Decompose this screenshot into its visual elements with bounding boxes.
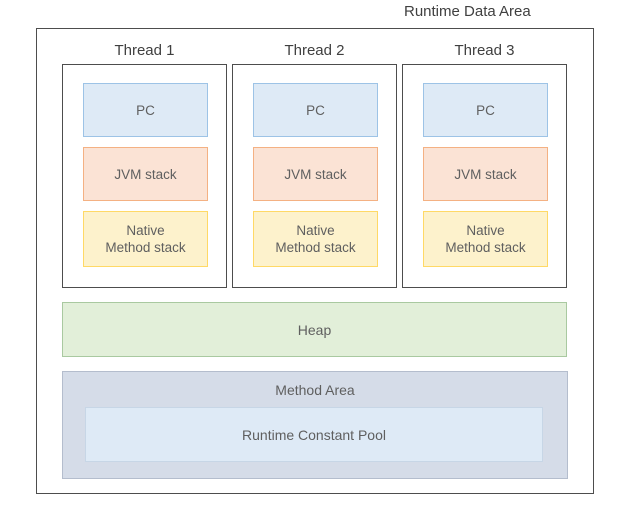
- thread-2-jvm-stack-label: JVM stack: [284, 166, 347, 182]
- thread-3-label: Thread 3: [454, 42, 515, 59]
- thread-1-jvm-stack-box: JVM stack: [83, 147, 208, 201]
- runtime-constant-pool-label: Runtime Constant Pool: [242, 426, 386, 443]
- runtime-constant-pool-box: Runtime Constant Pool: [85, 407, 543, 462]
- diagram-caption: Runtime Data Area: [404, 3, 531, 20]
- heap-box: Heap: [62, 302, 567, 357]
- thread-3-pc-label: PC: [476, 102, 495, 118]
- thread-2-jvm-stack-box: JVM stack: [253, 147, 378, 201]
- thread-1-native-method-stack-label: Native Method stack: [105, 223, 186, 255]
- thread-1-pc-label: PC: [136, 102, 155, 118]
- thread-3-jvm-stack-box: JVM stack: [423, 147, 548, 201]
- thread-3-native-method-stack-box: Native Method stack: [423, 211, 548, 267]
- thread-2-pc-label: PC: [306, 102, 325, 118]
- thread-3-jvm-stack-label: JVM stack: [454, 166, 517, 182]
- thread-1-jvm-stack-label: JVM stack: [114, 166, 177, 182]
- thread-1-box: PC JVM stack Native Method stack: [62, 64, 227, 288]
- thread-1-pc-box: PC: [83, 83, 208, 137]
- thread-2-label: Thread 2: [284, 42, 345, 59]
- thread-3-pc-box: PC: [423, 83, 548, 137]
- method-area-box: Method Area Runtime Constant Pool: [62, 371, 568, 479]
- thread-1-native-method-stack-box: Native Method stack: [83, 211, 208, 267]
- thread-2-native-method-stack-box: Native Method stack: [253, 211, 378, 267]
- thread-2-pc-box: PC: [253, 83, 378, 137]
- heap-label: Heap: [297, 321, 332, 338]
- thread-2-native-method-stack-label: Native Method stack: [275, 223, 356, 255]
- method-area-label: Method Area: [275, 382, 355, 398]
- thread-3-native-method-stack-label: Native Method stack: [445, 223, 526, 255]
- thread-2-box: PC JVM stack Native Method stack: [232, 64, 397, 288]
- thread-3-box: PC JVM stack Native Method stack: [402, 64, 567, 288]
- thread-1-label: Thread 1: [114, 42, 175, 59]
